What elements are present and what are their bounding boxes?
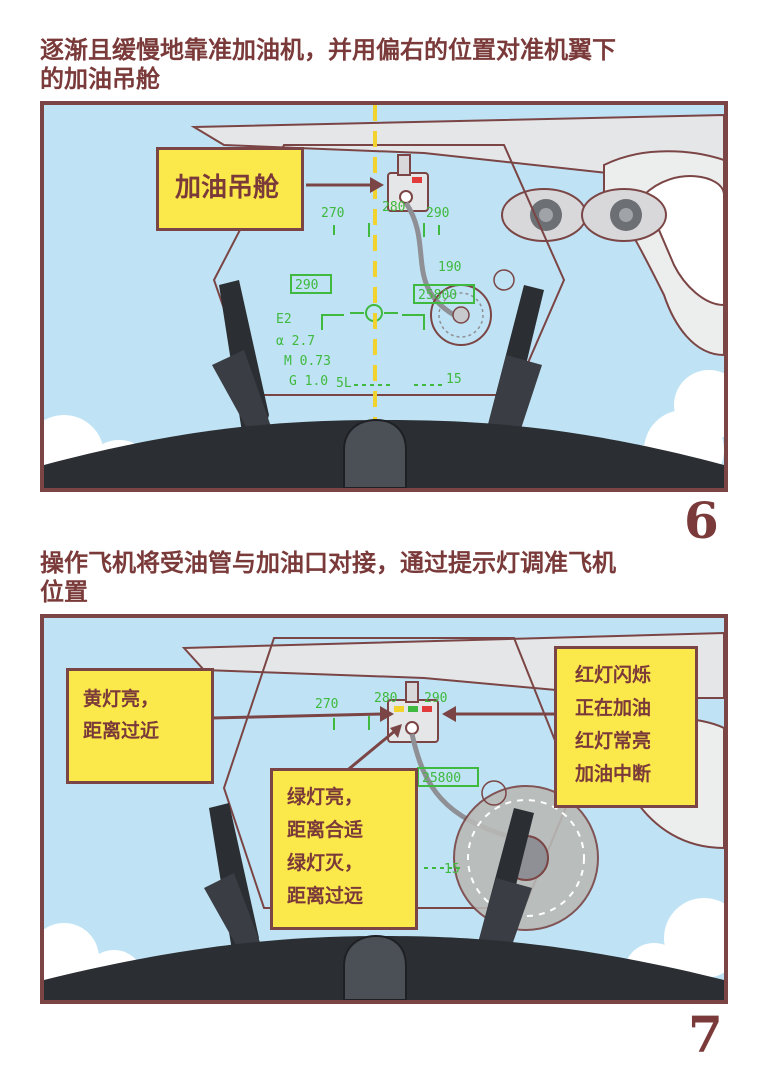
- pod-label-box: 加油吊舱: [156, 147, 304, 231]
- engine-right: [581, 188, 667, 242]
- note-red-line1: 红灯闪烁: [575, 664, 652, 686]
- note-green-light: 绿灯亮， 距离合适 绿灯灭， 距离过远: [270, 768, 418, 930]
- hud-e2: E2: [276, 312, 292, 327]
- panel7-caption: 操作飞机将受油管与加油口对接，通过提示灯调准飞机 位置: [40, 549, 740, 607]
- hud-heading-center: 280: [374, 691, 397, 706]
- note-red-line4: 加油中断: [575, 763, 652, 785]
- hud-heading-right: 290: [424, 691, 447, 706]
- panel6-number: 6: [684, 491, 719, 550]
- green-light: [408, 706, 418, 712]
- hud-altitude-box: 25800: [422, 771, 461, 786]
- hud-heading-left: 270: [315, 697, 338, 712]
- hud-g: G 1.0: [289, 374, 328, 389]
- hud-heading-right: 290: [426, 206, 449, 221]
- note-green-line3: 绿灯灭，: [287, 852, 364, 874]
- hud-symbology: 270 280 290 290 190 25800 E2 α 2.7 M 0.7…: [276, 200, 475, 391]
- hud-j5: 15: [446, 372, 462, 387]
- panel6-caption-line1: 逐渐且缓慢地靠准加油机，并用偏右的位置对准机翼下: [40, 36, 616, 64]
- panel7-caption-line1: 操作飞机将受油管与加油口对接，通过提示灯调准飞机: [40, 549, 616, 577]
- hud-heading-center: 280: [382, 200, 405, 215]
- hud-alpha: α 2.7: [276, 334, 315, 349]
- panel7-caption-line2: 位置: [40, 578, 88, 606]
- note-arrows: [211, 706, 554, 775]
- panel7-number: 7: [688, 1005, 723, 1064]
- note-yellow-light: 黄灯亮， 距离过近: [66, 668, 214, 784]
- panel6-scene: 270 280 290 290 190 25800 E2 α 2.7 M 0.7…: [44, 105, 724, 488]
- hud-j5: 15: [444, 862, 460, 877]
- hud-altitude-top: 190: [438, 260, 461, 275]
- note-red-light: 红灯闪烁 正在加油 红灯常亮 加油中断: [554, 646, 698, 808]
- note-green-line1: 绿灯亮，: [287, 786, 364, 808]
- panel7-scene: 270 280 290 25800 15: [44, 631, 724, 1000]
- hud-sl: 5L: [336, 376, 352, 391]
- yellow-light: [394, 706, 404, 712]
- cockpit-dashboard: [44, 934, 724, 1000]
- panel6-caption-line2: 的加油吊舱: [40, 65, 160, 93]
- panel6-caption: 逐渐且缓慢地靠准加油机，并用偏右的位置对准机翼下 的加油吊舱: [40, 36, 740, 94]
- panel7-illustration: 270 280 290 25800 15 黄灯亮， 距离过近: [40, 614, 728, 1004]
- note-green-line4: 距离过远: [287, 885, 364, 907]
- note-yellow-line2: 距离过近: [83, 720, 160, 742]
- cockpit-dashboard: [44, 418, 724, 488]
- hud-symbology: 270 280 290 25800 15: [315, 691, 479, 877]
- note-red-line3: 红灯常亮: [575, 730, 652, 752]
- hud-heading-left: 270: [321, 206, 344, 221]
- refuel-pod: [387, 681, 439, 743]
- note-red-line2: 正在加油: [575, 697, 652, 719]
- hud-altitude-box: 25800: [418, 288, 457, 303]
- hud-mach: M 0.73: [284, 354, 331, 369]
- pod-label: 加油吊舱: [175, 173, 280, 203]
- red-light: [422, 706, 432, 712]
- note-green-line2: 距离合适: [287, 819, 364, 841]
- note-yellow-line1: 黄灯亮，: [83, 688, 160, 710]
- hud-speed: 290: [295, 278, 318, 293]
- panel6-illustration: 270 280 290 290 190 25800 E2 α 2.7 M 0.7…: [40, 101, 728, 492]
